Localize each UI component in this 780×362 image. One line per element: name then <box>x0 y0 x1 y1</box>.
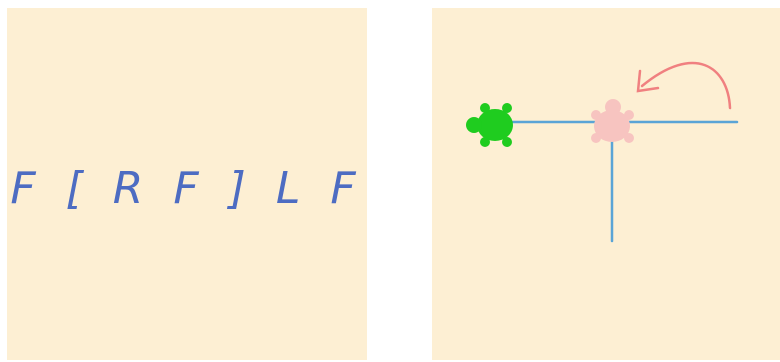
turtle-diagram <box>466 61 739 243</box>
turtle-icon-active <box>466 103 513 147</box>
command-string: F [ R F ] L F <box>10 162 364 214</box>
turtle-icon-ghost <box>591 99 634 143</box>
turn-arrow-icon <box>636 61 732 110</box>
command-panel: F [ R F ] L F <box>7 8 367 360</box>
turtle-canvas <box>432 8 780 360</box>
